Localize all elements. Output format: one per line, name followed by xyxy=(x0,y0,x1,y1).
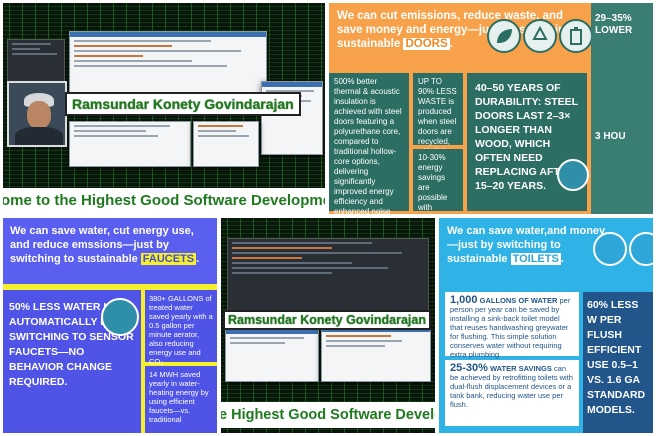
doors-highlight: DOORS xyxy=(403,38,450,50)
toilets-stat-flush: 60% LESS W PER FLUSH EFFICIENT USE 0.5–1… xyxy=(583,292,653,433)
profile-tile-repeat: Ramsundar Konety Govindarajan e Highest … xyxy=(221,218,435,433)
faucets-stat-gallons: 380+ GALLONS of treated water saved year… xyxy=(145,290,217,366)
faucets-header: We can save water, cut energy use, and r… xyxy=(3,218,217,284)
faucets-highlight: FAUCETS xyxy=(140,253,197,265)
toilets-highlight: TOILETS xyxy=(510,253,561,265)
recycle-icon xyxy=(523,19,557,53)
toilets-stat-savings: 25-30% WATER SAVINGS can be achieved by … xyxy=(445,360,579,426)
profile-name: Ramsundar Konety Govindarajan xyxy=(223,310,431,330)
welcome-banner: e Highest Good Software Develop xyxy=(221,402,435,428)
screenshot-dark-left xyxy=(7,39,65,83)
leaf-icon xyxy=(629,232,653,266)
battery-icon xyxy=(559,19,593,53)
doors-durability: 40–50 YEARS OF DURABILITY: STEEL DOORS L… xyxy=(467,73,587,211)
globe-icon xyxy=(557,159,589,191)
doors-right-bottom: 3 HOU xyxy=(595,131,626,142)
welcome-banner: ome to the Highest Good Software Develop… xyxy=(3,188,325,214)
toilets-header: We can save water,and money—just by swit… xyxy=(447,225,606,265)
leaf-icon xyxy=(487,19,521,53)
doors-right-column: 29–35% LOWER 3 HOU xyxy=(591,3,653,214)
recycle-icon xyxy=(593,232,627,266)
doors-stat-insulation: 500% better thermal & acoustic insulatio… xyxy=(329,73,409,214)
profile-tile: Ramsundar Konety Govindarajan ome to the… xyxy=(3,3,325,214)
doors-infographic: We can cut emissions, reduce waste, and … xyxy=(329,3,653,214)
faucets-stat-mwh: 14 MWH saved yearly in water-heating ene… xyxy=(145,366,217,433)
doors-stat-energy: 10-30% energy savings are possible with … xyxy=(413,149,463,214)
screenshot-bottom-right xyxy=(321,326,431,382)
toilets-infographic: We can save water,and money—just by swit… xyxy=(439,218,653,433)
globe-icon xyxy=(101,298,139,336)
profile-name: Ramsundar Konety Govindarajan xyxy=(65,92,301,116)
screenshot-code-editor xyxy=(227,238,429,312)
screenshot-code-editor xyxy=(69,31,267,99)
screenshot-bottom-left xyxy=(69,121,191,167)
toilets-stat-gallons: 1,000 GALLONS OF WATER per person per ye… xyxy=(445,292,579,359)
faucets-infographic: We can save water, cut energy use, and r… xyxy=(3,218,217,433)
doors-right-top: 29–35% LOWER xyxy=(595,13,633,36)
doors-stat-waste: UP TO 90% LESS WASTE is produced when st… xyxy=(413,73,463,176)
screenshot-bottom-right xyxy=(193,121,259,167)
screenshot-bottom-left xyxy=(225,328,319,382)
avatar xyxy=(7,81,67,147)
